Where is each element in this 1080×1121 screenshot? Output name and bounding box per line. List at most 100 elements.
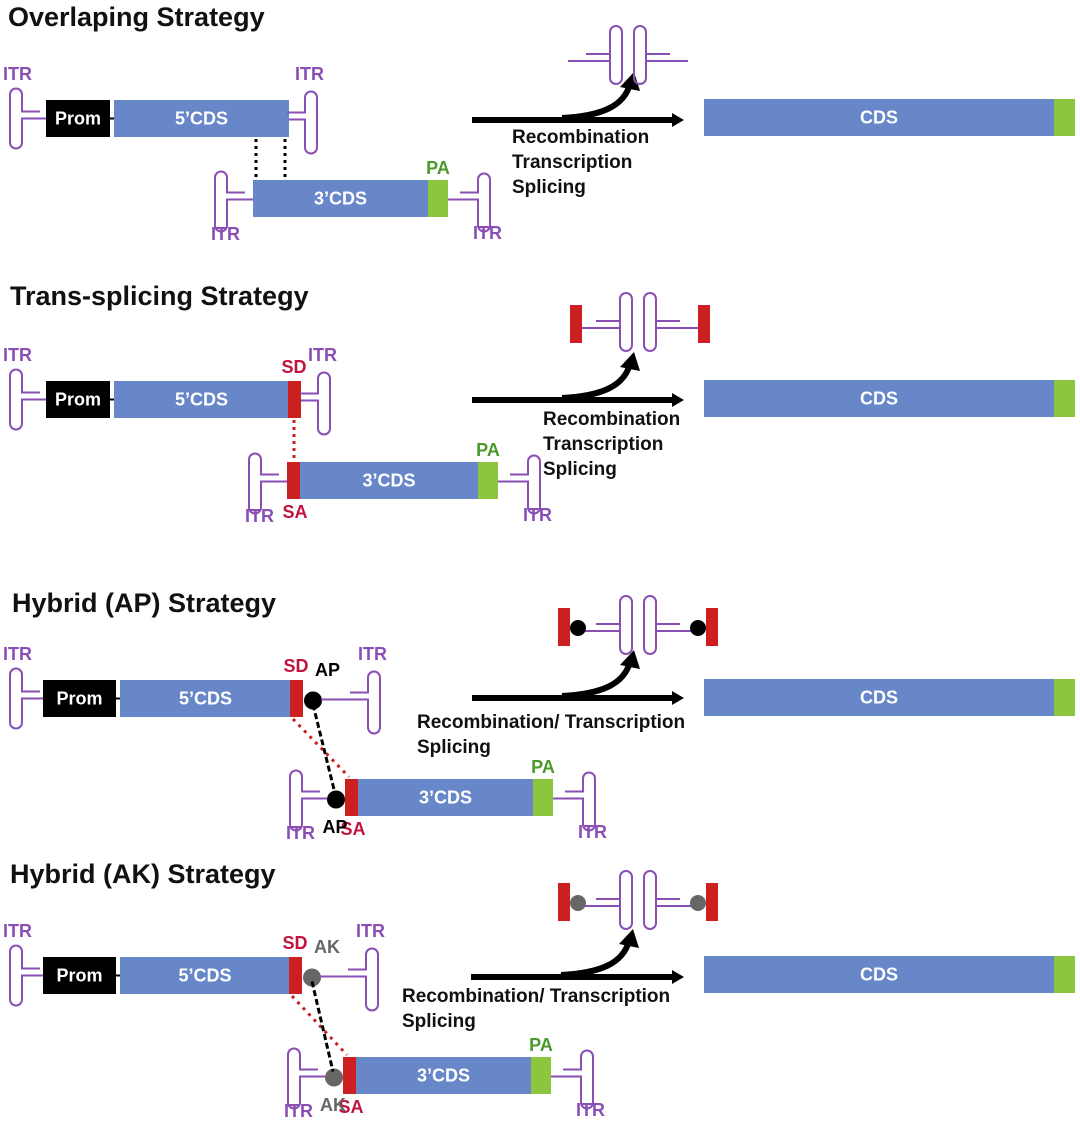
cds-3prime-block <box>356 1057 531 1094</box>
itr-loop <box>582 771 596 832</box>
itr-label: ITR <box>286 823 315 843</box>
promoter-block <box>43 680 116 717</box>
pairing-dashed-line <box>311 704 337 794</box>
splice-donor-block <box>289 957 302 994</box>
reconstituted-gene: CDS <box>704 956 1075 993</box>
cds-5prime-label: 5’CDS <box>175 109 228 129</box>
excised-itr-product <box>558 595 718 655</box>
splice-site-block <box>698 305 710 343</box>
cds-full-label: CDS <box>860 965 898 985</box>
itr-hairpin-icon <box>9 944 43 1007</box>
itr-loop <box>643 595 657 655</box>
polya-block <box>428 180 448 217</box>
itr-loop <box>367 670 381 735</box>
itr-loop <box>365 947 379 1012</box>
itr-hairpin-icon <box>289 769 327 832</box>
itr-loop <box>619 870 633 930</box>
process-step-label: Splicing <box>543 459 617 480</box>
polya-label: PA <box>529 1035 553 1055</box>
pairing-dashed-line <box>310 981 335 1072</box>
splice-site-block <box>570 305 582 343</box>
splice-acceptor-block <box>345 779 358 816</box>
arrow-branch <box>561 661 633 699</box>
arrow-branch <box>560 940 632 978</box>
itr-loop <box>609 25 623 85</box>
itr-hairpin-icon <box>248 452 287 515</box>
itr-hairpin-icon <box>9 368 46 431</box>
itr-hairpin-icon <box>553 771 596 832</box>
splice-donor-label: SD <box>283 656 308 676</box>
cds-5prime-label: 5’CDS <box>179 689 232 709</box>
ap-marker-icon <box>304 691 322 710</box>
itr-hairpin-icon <box>321 670 381 735</box>
ap-label: AP <box>322 817 347 837</box>
itr-hairpin-icon <box>9 667 43 730</box>
panel-title: Hybrid (AK) Strategy <box>10 859 276 889</box>
arrow-head <box>672 970 684 984</box>
itr-label: ITR <box>245 506 274 526</box>
promoter-block <box>43 957 116 994</box>
cds-3prime-block <box>253 180 428 217</box>
panel-title: Hybrid (AP) Strategy <box>12 588 276 618</box>
splice-donor-block <box>288 381 301 418</box>
cds-3prime-label: 3’CDS <box>419 788 472 808</box>
itr-hairpin-icon <box>287 1047 325 1110</box>
itr-hairpin-icon <box>448 172 491 233</box>
process-arrow <box>472 650 684 705</box>
splice-site-block <box>706 608 718 646</box>
ap-marker-icon <box>327 790 345 809</box>
ap-marker-icon <box>690 620 706 636</box>
polya-label: PA <box>531 757 555 777</box>
itr-loop <box>580 1049 594 1110</box>
process-arrow <box>471 929 684 984</box>
itr-label: ITR <box>295 64 324 84</box>
polya-block <box>1054 99 1075 136</box>
itr-loop <box>9 87 23 150</box>
itr-label: ITR <box>358 644 387 664</box>
promoter-label: Prom <box>55 109 101 129</box>
panel-title: Overlaping Strategy <box>8 2 265 32</box>
ap-marker-icon <box>570 620 586 636</box>
itr-label: ITR <box>211 224 240 244</box>
process-step-label: Recombination <box>543 409 680 430</box>
splice-donor-label: SD <box>281 357 306 377</box>
splice-acceptor-block <box>287 462 300 499</box>
process-step-label: Recombination <box>512 127 649 148</box>
promoter-label: Prom <box>55 390 101 410</box>
promoter-label: Prom <box>56 689 102 709</box>
splice-dotted-line <box>290 994 349 1057</box>
splice-acceptor-label: SA <box>338 1097 363 1117</box>
cds-5prime-block <box>120 680 291 717</box>
cds-3prime-label: 3’CDS <box>314 189 367 209</box>
polya-block <box>1054 679 1075 716</box>
itr-hairpin-icon <box>214 170 253 233</box>
cds-full-label: CDS <box>860 688 898 708</box>
ak-marker-icon <box>690 895 706 911</box>
splice-dotted-line <box>291 717 351 779</box>
itr-hairpin-icon <box>9 87 46 150</box>
itr-loop <box>643 870 657 930</box>
process-step-label: Splicing <box>512 177 586 198</box>
itr-hairpin-icon <box>300 371 331 436</box>
cds-full-block <box>704 380 1054 417</box>
reconstituted-gene: CDS <box>704 380 1075 417</box>
arrow-head <box>672 393 684 407</box>
reconstituted-gene: CDS <box>704 99 1075 136</box>
itr-loop <box>619 595 633 655</box>
itr-loop <box>214 170 228 233</box>
itr-loop <box>477 172 491 233</box>
splice-site-block <box>706 883 718 921</box>
splice-donor-block <box>290 680 303 717</box>
splice-acceptor-label: SA <box>340 819 365 839</box>
itr-label: ITR <box>473 223 502 243</box>
